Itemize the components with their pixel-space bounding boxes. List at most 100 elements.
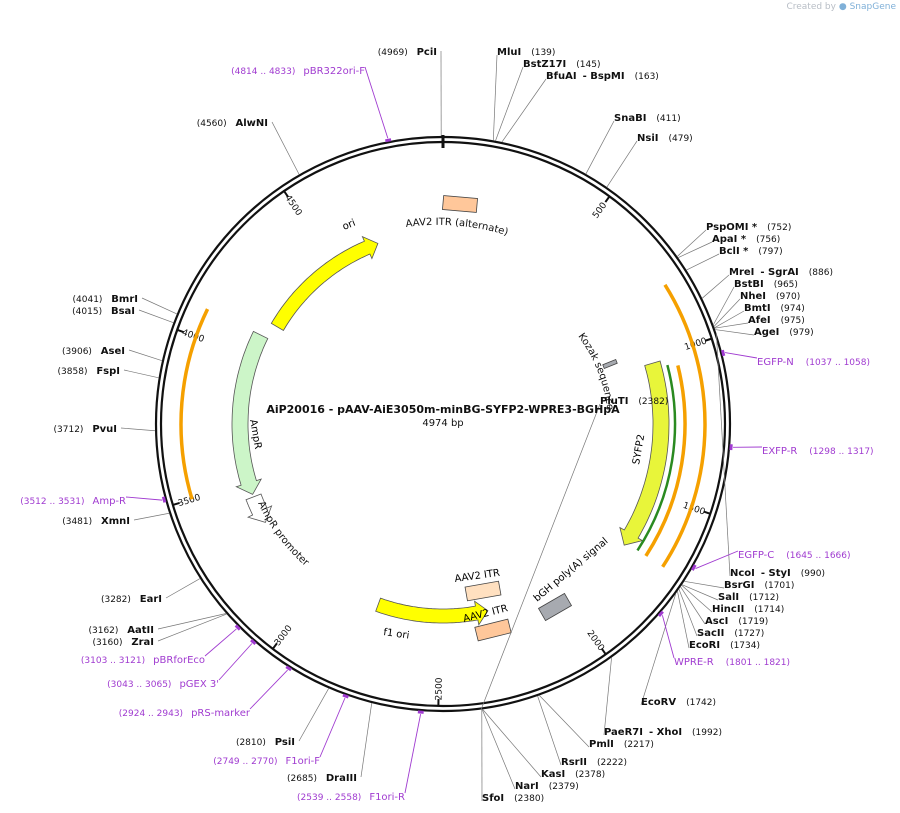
site-coord: (1727) <box>734 629 764 639</box>
site-line-draiii <box>360 702 373 778</box>
tick-label-2500: 2500 <box>434 677 444 700</box>
tick-4000 <box>176 328 185 334</box>
tick-label-500: 500 <box>591 201 609 221</box>
site-name: HincII <box>712 604 744 615</box>
primer-line-amp-r <box>125 496 163 501</box>
feature-orange-outer <box>661 283 707 568</box>
site-name: SnaBI <box>614 113 646 124</box>
site-coord: (479) <box>668 134 692 144</box>
site-name: EarI <box>140 594 162 605</box>
site-name: BstZ17I <box>523 59 566 70</box>
primer-range: (3043 .. 3065) <box>107 680 171 690</box>
site-line-bmti <box>714 310 745 329</box>
feature-label-itr-alt: AAV2 ITR (alternate) <box>405 217 510 238</box>
site-line-rsrii <box>537 695 562 766</box>
site-coord: (970) <box>776 292 800 302</box>
site-line-ecorv <box>640 593 677 706</box>
site-pluti: PluTI(2382) <box>600 396 668 407</box>
site-coord: (1742) <box>686 698 716 708</box>
site-coord: (886) <box>809 268 833 278</box>
primer-mark-pbrforeco <box>234 624 241 631</box>
site-coord: (975) <box>781 316 805 326</box>
primer-name: pGEX 3' <box>179 679 219 690</box>
site-coord: (3712) <box>54 425 87 435</box>
feature-aav2-itr-2 <box>474 618 512 642</box>
site-coord: (4015) <box>72 307 105 317</box>
site-line-sali <box>681 584 719 601</box>
site-nhei: NheI (970) <box>740 291 800 302</box>
site-coord: (4560) <box>197 119 230 129</box>
site-coord: (2685) <box>287 774 320 784</box>
site-line-pluti <box>480 403 601 710</box>
site-line-apai <box>677 241 713 258</box>
site-coord: (974) <box>781 304 805 314</box>
primer-exfp-r: EXFP-R(1298 .. 1317) <box>762 446 874 457</box>
feature-orange-inner <box>644 365 687 557</box>
feature-label-ampr-promoter: AmpR promoter <box>255 500 311 570</box>
feature-syfp2 <box>619 360 670 546</box>
site-coord: (2378) <box>575 770 605 780</box>
site-line-fspi <box>123 369 159 379</box>
site-line-asci <box>680 586 706 625</box>
tick-3000 <box>271 642 278 650</box>
primer-name: pBR322ori-F <box>303 66 365 77</box>
site-name: DraIII <box>326 773 357 784</box>
site-coord: (752) <box>767 223 791 233</box>
site-sali: SalI(1712) <box>718 592 779 603</box>
site-line-snabi <box>585 120 615 175</box>
site-name-alt: - StyI <box>761 568 791 579</box>
feature-aav2-itr-1 <box>464 580 502 602</box>
tick-500 <box>604 195 611 203</box>
site-name-alt: - SgrAI <box>760 267 798 278</box>
site-coord: (4041) <box>73 295 106 305</box>
primer-egfp-n: EGFP-N(1037 .. 1058) <box>757 357 870 368</box>
primer-mark-amp-r <box>161 496 167 503</box>
site-pmli: PmlI(2217) <box>589 739 654 750</box>
site-line-nhei <box>713 298 741 327</box>
site-name: PspOMI * <box>706 222 758 233</box>
site-coord: (139) <box>531 48 555 58</box>
site-nsii: NsiI(479) <box>637 133 693 144</box>
site-name: XmnI <box>101 516 130 527</box>
site-coord: (1712) <box>749 593 779 603</box>
site-coord: (1734) <box>730 641 760 651</box>
primer-range: (4814 .. 4833) <box>231 67 295 77</box>
site-coord: (4969) <box>378 48 411 58</box>
site-name: PvuI <box>92 424 117 435</box>
site-coord: (2379) <box>549 782 579 792</box>
primers: (4814 .. 4833) pBR322ori-F EGFP-N(1037 .. … <box>20 66 873 803</box>
site-pspomi: PspOMI * (752) <box>706 222 791 233</box>
site-line-bcli <box>686 253 720 271</box>
site-name: AlwNI <box>236 118 269 129</box>
site-line-xmni <box>133 512 170 521</box>
site-line-paer7i <box>603 657 612 736</box>
site-name: EcoRV <box>641 697 676 708</box>
site-sacii: SacII(1727) <box>697 628 764 639</box>
site-name: BfuAI <box>546 71 577 82</box>
primer-line-egfp-n <box>725 352 758 359</box>
primer-range: (2749 .. 2770) <box>213 757 277 767</box>
site-kasi: KasI(2378) <box>541 769 605 780</box>
site-line-kasi <box>482 709 542 778</box>
site-name: NheI <box>740 291 766 302</box>
primer-amp-r: (3512 .. 3531)Amp-R <box>20 496 126 507</box>
site-name: NarI <box>515 781 539 792</box>
tick-2000 <box>600 648 607 655</box>
primer-range: (3103 .. 3121) <box>81 656 145 666</box>
feature-bgh-polya <box>537 592 573 622</box>
site-line-zrai <box>157 613 227 642</box>
site-draiii: (2685) DraIII <box>287 773 357 784</box>
restriction-sites: MluI(139)BstZ17I(145)BfuAI- BspMI(163)Sn… <box>54 47 833 804</box>
primer-mark-egfp-n <box>720 349 726 357</box>
site-name: AgeI <box>754 327 779 338</box>
site-line-psii <box>298 688 330 742</box>
site-line-sacii <box>678 589 698 637</box>
site-line-aatii <box>157 613 227 630</box>
site-bsai: (4015) BsaI <box>72 306 135 317</box>
primer-line-prs-marker <box>249 669 288 710</box>
site-coord: (3481) <box>62 517 95 527</box>
primer-line-pgex-3 <box>218 643 253 681</box>
feature-kozak <box>602 359 618 369</box>
tick-4500 <box>283 190 289 198</box>
